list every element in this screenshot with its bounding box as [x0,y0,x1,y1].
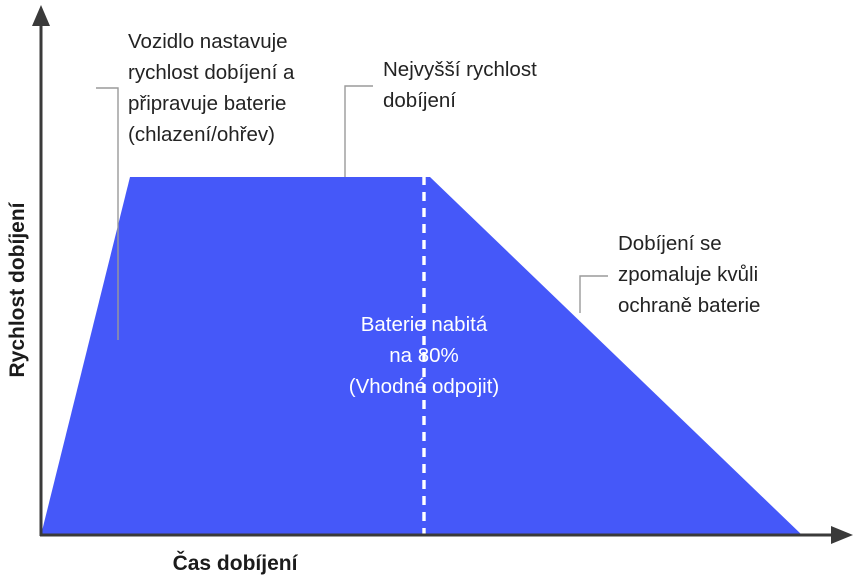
annotation-peak: Nejvyšší rychlost dobíjení [383,58,537,112]
annotation-eighty-line-3: (Vhodné odpojit) [349,375,499,398]
annotation-taper: Dobíjení se zpomaluje kvůli ochraně bate… [618,232,760,317]
leader-line-peak [344,85,373,177]
annotation-peak-line-1: Nejvyšší rychlost [383,58,537,81]
x-axis-arrowhead [831,526,853,544]
charging-speed-area [41,177,802,535]
annotation-taper-line-2: zpomaluje kvůli [618,263,758,286]
annotation-taper-line-3: ochraně baterie [618,294,760,317]
annotation-taper-line-1: Dobíjení se [618,232,722,255]
annotation-ramp-line-4: (chlazení/ohřev) [128,123,275,146]
annotation-ramp-line-1: Vozidlo nastavuje [128,30,288,53]
leader-line-taper [579,275,608,313]
annotation-eighty-line-1: Baterie nabitá [361,313,488,336]
y-axis-title: Rychlost dobíjení [6,201,29,377]
y-axis-arrowhead [32,5,50,26]
annotation-eighty-percent: Baterie nabitá na 80% (Vhodné odpojit) [349,313,499,398]
annotation-eighty-line-2: na 80% [389,344,459,367]
annotation-peak-line-2: dobíjení [383,89,456,112]
annotation-ramp-up: Vozidlo nastavuje rychlost dobíjení a př… [128,30,295,146]
leader-line-ramp [96,87,119,340]
annotation-ramp-line-2: rychlost dobíjení a [128,61,295,84]
annotation-ramp-line-3: připravuje baterie [128,92,286,115]
x-axis-title: Čas dobíjení [173,551,299,575]
